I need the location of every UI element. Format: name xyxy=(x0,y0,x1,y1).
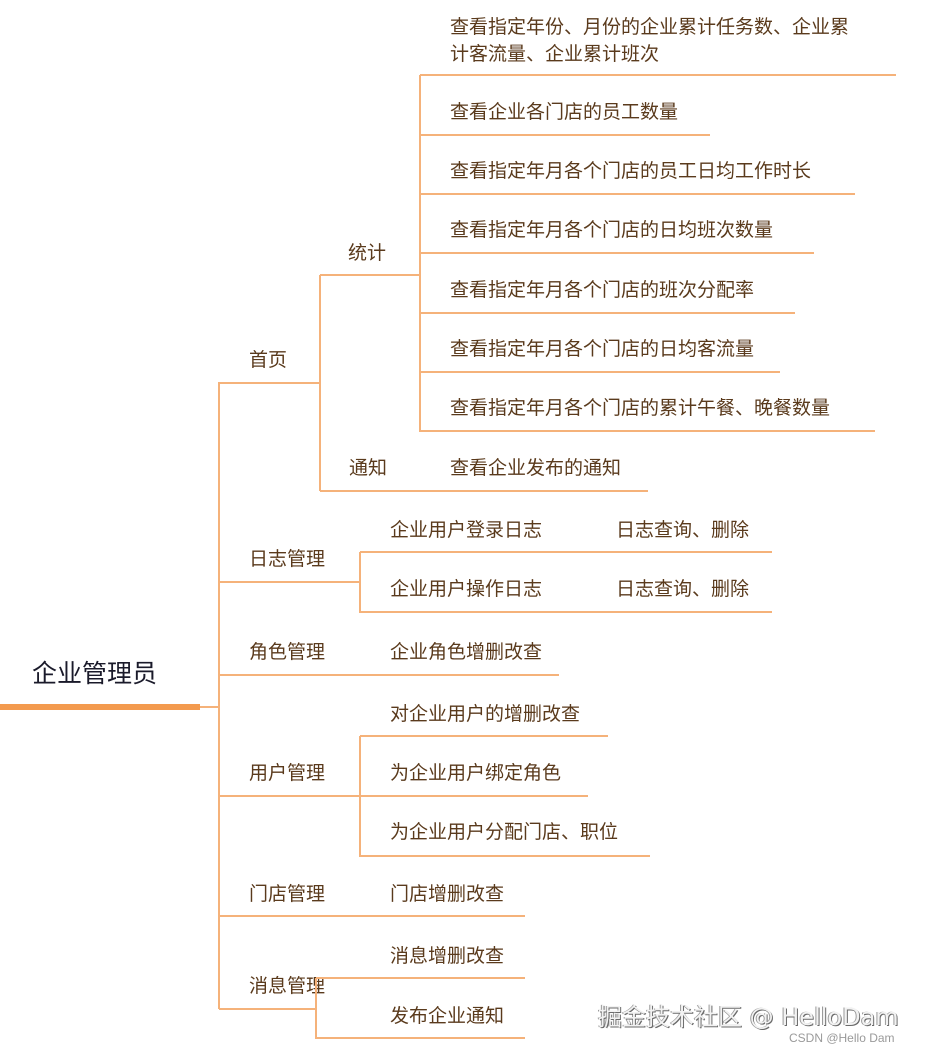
stats-item-2: 查看企业各门店的员工数量 xyxy=(450,101,679,123)
user-item-1-underline xyxy=(360,735,608,737)
store-item: 门店增删改查 xyxy=(390,883,505,905)
log-child-2-label: 企业用户操作日志 xyxy=(390,578,543,600)
branch-store-label: 门店管理 xyxy=(249,883,326,905)
juejin-watermark: 掘金技术社区 @ HelloDam xyxy=(598,1003,899,1031)
root-node-label: 企业管理员 xyxy=(32,659,158,688)
main-trunk-line xyxy=(218,382,220,1009)
stats-item-3: 查看指定年月各个门店的员工日均工作时长 xyxy=(450,160,812,182)
stats-item-2-underline xyxy=(420,134,710,136)
message-item-1: 消息增删改查 xyxy=(390,945,505,967)
csdn-watermark: CSDN @Hello Dam xyxy=(789,1031,895,1045)
stats-item-6-underline xyxy=(420,371,780,373)
notice-label: 通知 xyxy=(349,457,388,479)
message-item-1-underline xyxy=(316,977,525,979)
user-item-2-underline xyxy=(360,795,588,797)
stats-item-7: 查看指定年月各个门店的累计午餐、晚餐数量 xyxy=(450,397,831,419)
user-item-3: 为企业用户分配门店、职位 xyxy=(390,821,619,843)
user-item-3-underline xyxy=(360,855,650,857)
stats-item-1-underline xyxy=(420,74,896,76)
user-item-1: 对企业用户的增删改查 xyxy=(390,703,581,725)
branch-user-label: 用户管理 xyxy=(249,762,326,784)
stats-item-3-underline xyxy=(420,193,855,195)
branch-store-underline xyxy=(219,915,525,917)
stats-item-4-underline xyxy=(420,252,814,254)
stats-item-4: 查看指定年月各个门店的日均班次数量 xyxy=(450,219,774,241)
log-child-2-action: 日志查询、删除 xyxy=(616,578,750,600)
log-child-2-underline xyxy=(360,611,772,613)
branch-home-label: 首页 xyxy=(249,349,288,371)
stats-label: 统计 xyxy=(348,242,387,264)
home-vertical-line xyxy=(319,275,321,491)
message-item-2-underline xyxy=(316,1037,525,1039)
branch-user-underline xyxy=(219,795,361,797)
stats-underline xyxy=(320,274,421,276)
root-connector xyxy=(200,706,220,708)
log-child-1-label: 企业用户登录日志 xyxy=(390,519,543,541)
branch-log-label: 日志管理 xyxy=(249,548,326,570)
stats-item-1-line1: 查看指定年份、月份的企业累计任务数、企业累 xyxy=(450,16,850,38)
branch-home-underline xyxy=(219,382,321,384)
branch-role-label: 角色管理 xyxy=(249,641,326,663)
branch-role-underline xyxy=(219,674,559,676)
branch-message-underline xyxy=(219,1008,317,1010)
stats-item-7-underline xyxy=(420,430,875,432)
message-vertical-line xyxy=(315,978,317,1039)
message-item-2: 发布企业通知 xyxy=(390,1005,505,1027)
log-vertical-line xyxy=(359,552,361,613)
branch-log-underline xyxy=(219,581,361,583)
log-child-1-underline xyxy=(360,551,772,553)
log-child-1-action: 日志查询、删除 xyxy=(616,519,750,541)
stats-item-6: 查看指定年月各个门店的日均客流量 xyxy=(450,338,755,360)
stats-item-5: 查看指定年月各个门店的班次分配率 xyxy=(450,279,755,301)
user-item-2: 为企业用户绑定角色 xyxy=(390,762,562,784)
stats-item-1-line2: 计客流量、企业累计班次 xyxy=(450,43,660,65)
stats-item-5-underline xyxy=(420,312,795,314)
branch-message-label: 消息管理 xyxy=(249,975,326,997)
root-underline xyxy=(0,704,200,710)
notice-underline xyxy=(320,490,648,492)
role-item: 企业角色增删改查 xyxy=(390,641,543,663)
notice-item: 查看企业发布的通知 xyxy=(450,457,622,479)
